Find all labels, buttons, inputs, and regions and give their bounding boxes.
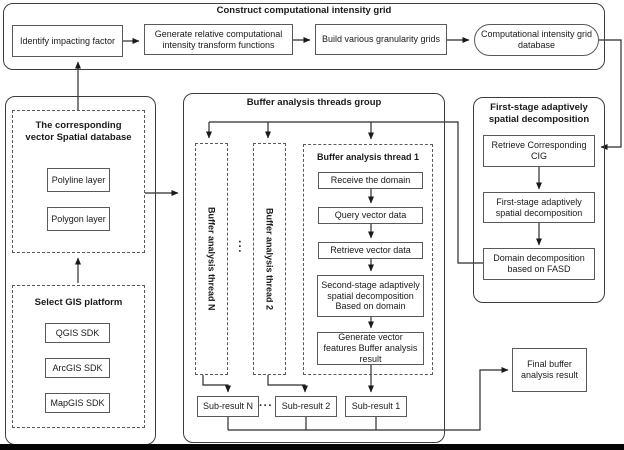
construct-grid-group xyxy=(3,3,605,70)
thread-n-box xyxy=(195,143,228,375)
polygon-layer-node: Polygon layer xyxy=(47,207,110,231)
second-stage-node: Second-stage adaptively spatial decompos… xyxy=(317,275,424,317)
vector-db-panel xyxy=(12,110,145,253)
sub-result-dots: ··· xyxy=(259,400,273,412)
arrow-threadn-to-subresultn xyxy=(202,375,231,393)
arrow-thread2-to-subresult2 xyxy=(267,375,308,393)
generate-functions-node: Generate relative computational intensit… xyxy=(144,24,293,55)
mapgis-sdk-node: MapGIS SDK xyxy=(45,393,110,413)
thread-dots: ··· xyxy=(233,240,245,254)
retrieve-vector-node: Retrieve vector data xyxy=(318,242,423,259)
threads-group xyxy=(183,93,445,443)
first-stage-node: First-stage adaptively spatial decomposi… xyxy=(483,192,595,223)
thread-1-box xyxy=(303,144,433,375)
sub-result-n-node: Sub-result N xyxy=(197,396,259,417)
qgis-sdk-node: QGIS SDK xyxy=(45,323,110,343)
thread-2-box xyxy=(253,143,286,375)
thread-2-label: Buffer analysis thread 2 xyxy=(264,207,275,311)
fasd-group-title: First-stage adaptively spatial decomposi… xyxy=(488,102,590,125)
domain-decomp-node: Domain decomposition based on FASD xyxy=(483,248,595,280)
query-vector-node: Query vector data xyxy=(318,207,423,224)
gis-platform-panel xyxy=(12,285,145,428)
sub-result-1-node: Sub-result 1 xyxy=(345,396,407,417)
polyline-layer-node: Polyline layer xyxy=(47,168,110,192)
bottom-border-bar xyxy=(0,444,624,450)
arrow-database-to-retrieve-cig xyxy=(599,39,622,150)
line-fasd-to-distribution xyxy=(209,121,483,264)
generate-result-node: Generate vector features Buffer analysis… xyxy=(317,332,424,365)
cig-database-node: Computational intensity grid database xyxy=(474,24,599,56)
final-result-node: Final buffer analysis result xyxy=(512,348,587,392)
receive-domain-node: Receive the domain xyxy=(318,172,423,189)
arrow-subresults-to-final xyxy=(228,367,509,431)
threads-group-title: Buffer analysis threads group xyxy=(246,97,382,108)
arcgis-sdk-node: ArcGIS SDK xyxy=(45,358,110,378)
build-grids-node: Build various granularity grids xyxy=(315,24,447,55)
vector-db-title: The corresponding vector Spatial databas… xyxy=(25,120,132,143)
retrieve-cig-node: Retrieve Corresponding CIG xyxy=(483,135,595,167)
construct-grid-title: Construct computational intensity grid xyxy=(216,5,392,16)
identify-factor-node: Identify impacting factor xyxy=(12,25,123,57)
thread-n-label: Buffer analysis thread N xyxy=(206,207,217,311)
sub-result-2-node: Sub-result 2 xyxy=(275,396,337,417)
gis-platform-title: Select GIS platform xyxy=(34,297,123,308)
thread-1-title: Buffer analysis thread 1 xyxy=(316,152,420,162)
fasd-group xyxy=(473,97,605,303)
